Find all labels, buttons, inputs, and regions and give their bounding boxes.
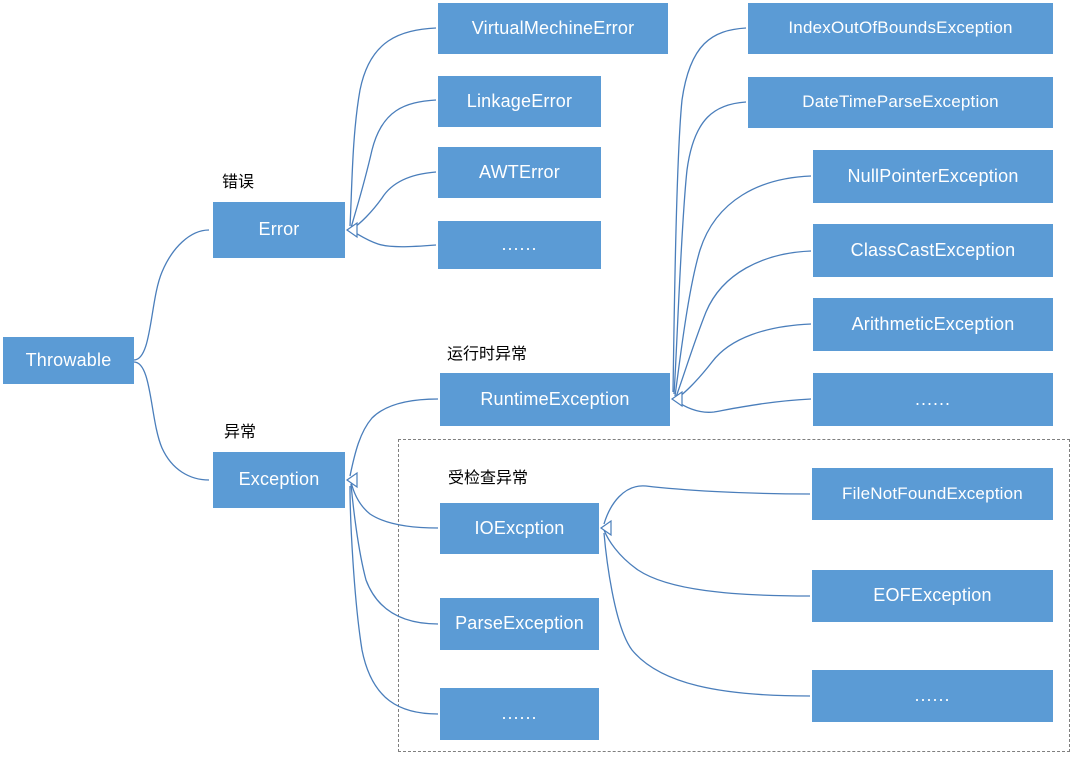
node-throwable[interactable]: Throwable [3, 337, 134, 384]
node-runtime-child-5[interactable]: ArithmeticException [813, 298, 1053, 351]
node-checked-child-2[interactable]: ParseException [440, 598, 599, 650]
node-error-child-2[interactable]: LinkageError [438, 76, 601, 127]
node-runtime-child-3[interactable]: NullPointerException [813, 150, 1053, 203]
edge-runtime-child-5 [676, 323, 812, 399]
node-error[interactable]: Error [213, 202, 345, 258]
node-error-child-1[interactable]: VirtualMechineError [438, 3, 668, 54]
node-checked-child-3[interactable]: ...... [440, 688, 599, 740]
node-exception[interactable]: Exception [213, 452, 345, 508]
arrowhead-error [345, 221, 358, 239]
node-runtime-child-1[interactable]: IndexOutOfBoundsException [748, 3, 1053, 54]
node-io-child-1[interactable]: FileNotFoundException [812, 468, 1053, 520]
edge-throwable-error [133, 229, 210, 361]
node-runtime-child-2[interactable]: DateTimeParseException [748, 77, 1053, 128]
node-io-child-3[interactable]: ...... [812, 670, 1053, 722]
edge-runtime-child-2 [673, 101, 747, 395]
label-runtime-exception-cn: 运行时异常 [447, 344, 528, 363]
node-runtime-child-4[interactable]: ClassCastException [813, 224, 1053, 277]
label-exception-cn: 异常 [224, 422, 257, 441]
node-error-child-4[interactable]: ...... [438, 221, 601, 269]
label-checked-exception-cn: 受检查异常 [448, 468, 529, 487]
edge-runtime-child-4 [675, 250, 812, 398]
edge-error-child-1 [349, 27, 437, 227]
edge-runtime-child-1 [672, 27, 747, 393]
node-checked-child-1[interactable]: IOExcption [440, 503, 599, 554]
edge-runtime-child-3 [674, 175, 812, 397]
edge-runtime-child-6 [676, 398, 812, 413]
node-error-child-3[interactable]: AWTError [438, 147, 601, 198]
label-error-cn: 错误 [222, 172, 255, 191]
arrowhead-exception [345, 471, 358, 489]
edge-throwable-exception [133, 361, 210, 481]
edge-error-child-2 [350, 99, 437, 229]
edge-error-child-4 [351, 230, 437, 248]
arrowhead-runtime [670, 390, 683, 408]
node-runtime-child-6[interactable]: ...... [813, 373, 1053, 426]
edge-error-child-3 [351, 171, 437, 230]
node-io-child-2[interactable]: EOFException [812, 570, 1053, 622]
node-runtime-exception[interactable]: RuntimeException [440, 373, 670, 426]
